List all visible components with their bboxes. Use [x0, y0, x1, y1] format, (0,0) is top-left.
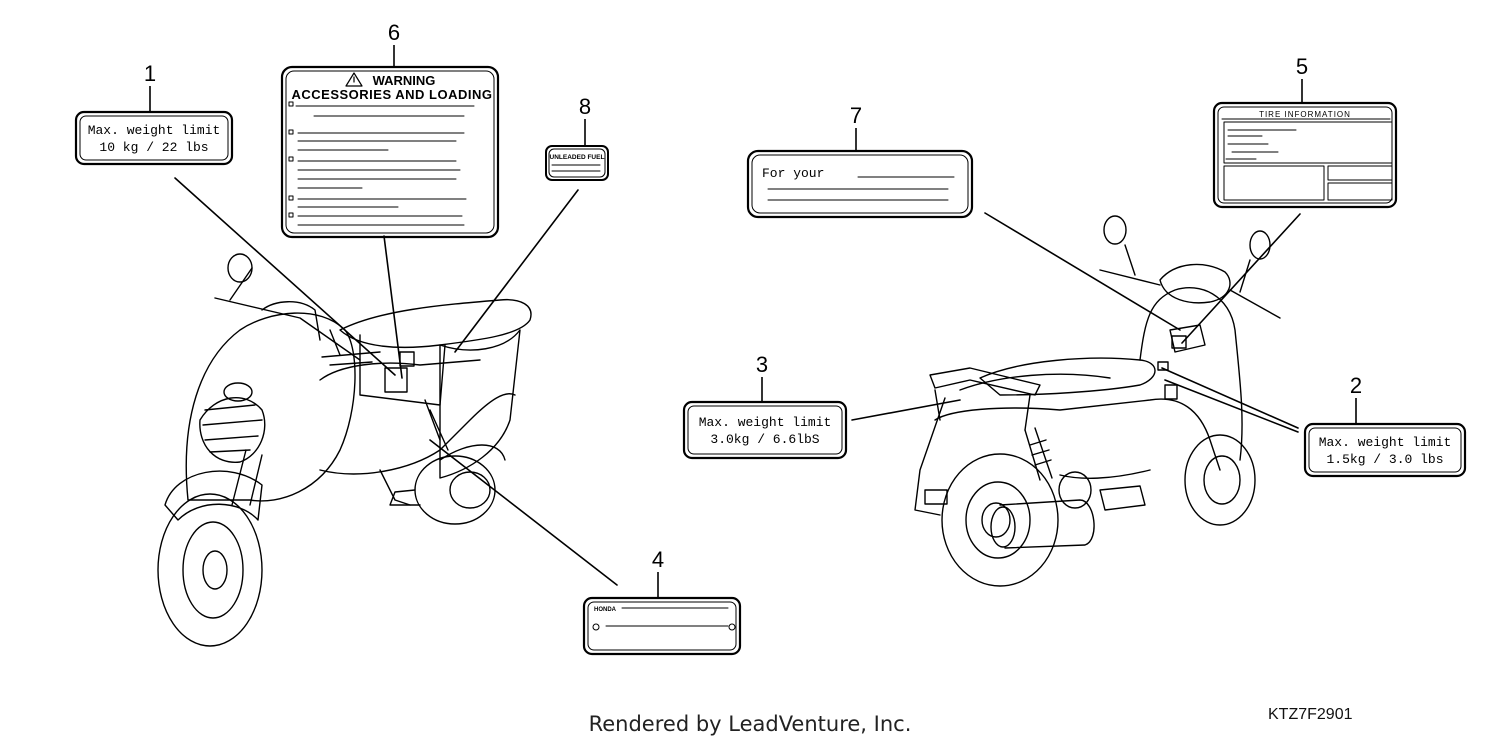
- scooter-left: [157, 253, 532, 647]
- label-1-line1: Max. weight limit: [88, 123, 221, 138]
- leader-lines: [174, 177, 1301, 586]
- label-7-line1: For your: [762, 166, 824, 181]
- callout-5: 5: [1296, 54, 1308, 79]
- label-2: [1303, 422, 1467, 478]
- callout-2: 2: [1350, 373, 1362, 398]
- label-6: [280, 65, 500, 239]
- label-5: [1212, 101, 1398, 209]
- callout-numbers: 1 2 3 4 5 6 7 8: [144, 20, 1362, 572]
- callout-8: 8: [579, 94, 591, 119]
- label-6-line1: WARNING: [373, 73, 436, 88]
- callout-3: 3: [756, 352, 768, 377]
- label-3: [682, 400, 848, 460]
- diagram-code: KTZ7F2901: [1268, 706, 1353, 723]
- scooter-right: [914, 215, 1281, 587]
- rendered-by-credit: Rendered by LeadVenture, Inc.: [588, 712, 912, 736]
- label-3-line1: Max. weight limit: [699, 415, 832, 430]
- label-6-line2: ACCESSORIES AND LOADING: [292, 87, 493, 102]
- callout-4: 4: [652, 547, 664, 572]
- label-2-line1: Max. weight limit: [1319, 435, 1452, 450]
- callout-6: 6: [388, 20, 400, 45]
- label-texts: Max. weight limit 10 kg / 22 lbs Max. we…: [88, 73, 1452, 613]
- label-2-line2: 1.5kg / 3.0 lbs: [1326, 452, 1443, 467]
- label-3-line2: 3.0kg / 6.6lbS: [710, 432, 819, 447]
- label-4: [582, 596, 742, 656]
- label-1: [74, 110, 234, 166]
- callout-1: 1: [144, 61, 156, 86]
- label-8: [545, 145, 609, 181]
- label-5-title: TIRE INFORMATION: [1259, 110, 1351, 119]
- label-1-line2: 10 kg / 22 lbs: [99, 140, 208, 155]
- callout-7: 7: [850, 103, 862, 128]
- label-7: [746, 149, 974, 219]
- label-8-line1: UNLEADED FUEL: [550, 154, 605, 161]
- label-4-brand: HONDA: [594, 607, 617, 613]
